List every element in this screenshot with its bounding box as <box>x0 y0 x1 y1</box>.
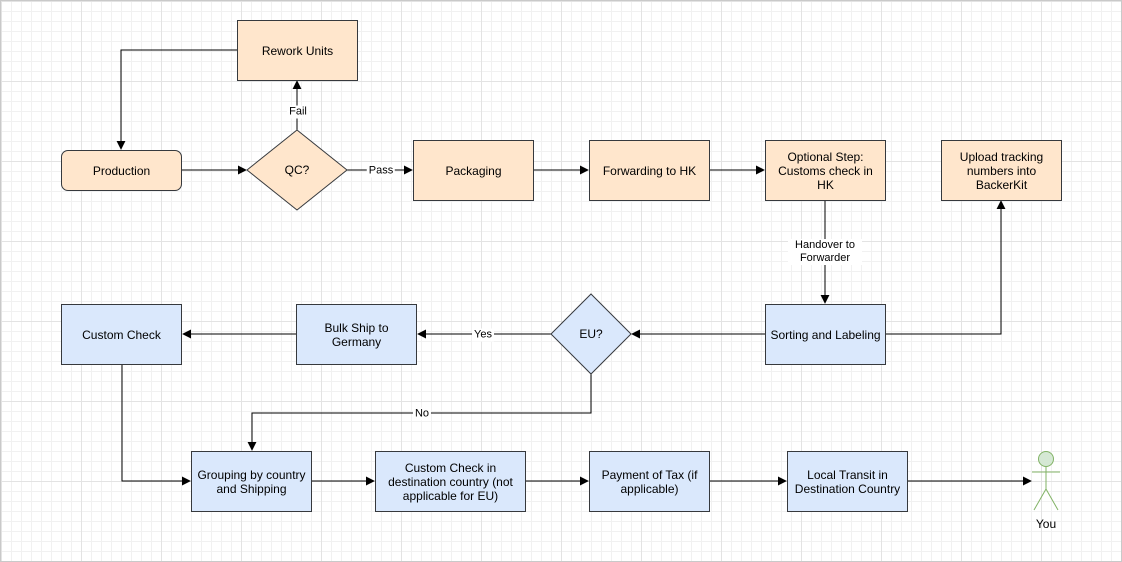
node-label: EU? <box>579 327 603 341</box>
node-label: Custom Check <box>82 327 161 342</box>
edge-label-fail: Fail <box>287 105 309 119</box>
node-label: Forwarding to HK <box>602 163 697 178</box>
edge-rework-production <box>116 49 237 150</box>
node-label: Production <box>92 163 151 178</box>
node-custom-check-destination: Custom Check in destination country (not… <box>375 451 526 512</box>
node-eu-decision: EU? <box>551 294 631 374</box>
node-forwarding-hk: Forwarding to HK <box>589 140 710 201</box>
node-label: Optional Step: Customs check in HK <box>778 149 873 192</box>
edge-label-handover: Handover to Forwarder <box>788 239 862 265</box>
node-packaging: Packaging <box>413 140 534 201</box>
edge-label-yes: Yes <box>472 328 494 342</box>
node-label: Payment of Tax (if applicable) <box>601 467 698 496</box>
node-label: QC? <box>284 163 310 177</box>
node-grouping-shipping: Grouping by country and Shipping <box>191 451 312 512</box>
node-label: Grouping by country and Shipping <box>197 467 306 496</box>
node-bulk-ship-germany: Bulk Ship to Germany <box>296 304 417 365</box>
node-sorting-labeling: Sorting and Labeling <box>765 304 886 365</box>
actor-figure <box>1032 451 1060 511</box>
edge-customcheck-grouping <box>121 364 191 486</box>
node-label: Sorting and Labeling <box>770 327 881 342</box>
node-label: Upload tracking numbers into BackerKit <box>959 149 1044 192</box>
node-label: Rework Units <box>261 43 334 58</box>
node-label: Packaging <box>445 163 502 178</box>
node-upload-tracking: Upload tracking numbers into BackerKit <box>941 140 1062 201</box>
qc-diamond-shape <box>246 129 348 211</box>
node-label: Bulk Ship to Germany <box>324 320 389 349</box>
node-optional-customs-hk: Optional Step: Customs check in HK <box>765 140 886 201</box>
eu-diamond-shape <box>550 293 632 375</box>
node-rework-units: Rework Units <box>237 20 358 81</box>
node-production: Production <box>61 150 182 191</box>
edge-label-pass: Pass <box>366 164 396 178</box>
node-qc-decision: QC? <box>247 130 347 210</box>
node-custom-check: Custom Check <box>61 304 182 365</box>
edge-label-no: No <box>412 407 432 421</box>
node-payment-tax: Payment of Tax (if applicable) <box>589 451 710 512</box>
node-local-transit: Local Transit in Destination Country <box>787 451 908 512</box>
node-label: Local Transit in Destination Country <box>794 467 901 496</box>
edge-sorting-upload <box>885 200 1006 335</box>
node-label: Custom Check in destination country (not… <box>388 460 513 503</box>
actor-label: You <box>1035 517 1057 531</box>
